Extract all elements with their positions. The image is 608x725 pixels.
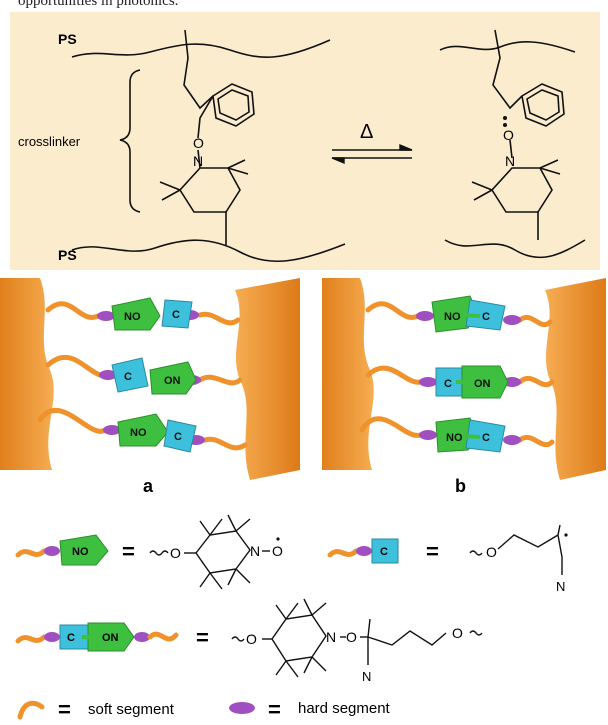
carbon-nitrile-n: N (556, 579, 565, 594)
svg-text:NO: NO (446, 432, 463, 444)
label-ps-bottom: PS (58, 247, 77, 263)
legend-carbon-block: C (327, 538, 399, 564)
crosslinker-left (119, 29, 255, 245)
equals-3: = (196, 625, 209, 650)
wall-right-b (545, 278, 606, 480)
tempo-o-radical: O (272, 543, 283, 559)
atom-o-right: O (503, 127, 514, 143)
svg-text:C: C (380, 546, 388, 558)
svg-text:ON: ON (102, 632, 119, 644)
heat-symbol: Δ (360, 121, 373, 143)
legend-definitions: NO = O N O C = O N C ON = (15, 514, 568, 722)
panel-label-b: b (455, 476, 466, 495)
equals-hard: = (268, 697, 281, 722)
label-ps-top: PS (58, 31, 77, 47)
equals-1: = (122, 539, 135, 564)
svg-text:C: C (174, 431, 182, 443)
svg-text:NO: NO (444, 311, 461, 323)
svg-text:C: C (482, 432, 490, 444)
crosslinker-right (471, 29, 565, 240)
alkoxy-nitrile-n: N (362, 669, 371, 684)
equals-2: = (426, 539, 439, 564)
block-no-a1: NO (111, 297, 161, 331)
atom-n-left: N (193, 153, 203, 169)
reaction-scheme-panel (10, 12, 600, 270)
panel-label-a: a (143, 476, 154, 495)
legend-nitroxide-block: NO (15, 534, 109, 566)
block-pair-b2: C ON (435, 365, 509, 399)
block-c-a3: C (163, 419, 197, 453)
alkoxy-o-end: O (452, 625, 463, 641)
interface-panels: NO C C ON NO C NO C C ON NO C (0, 278, 606, 495)
svg-text:C: C (482, 311, 490, 323)
tempo-structure (149, 514, 270, 590)
svg-text:C: C (67, 632, 75, 644)
atom-o-left: O (193, 135, 204, 151)
svg-text:ON: ON (164, 375, 181, 387)
wall-left-a (0, 278, 54, 470)
legend-bonded-block: C ON (15, 622, 179, 652)
alkoxy-o-ether: O (246, 631, 257, 647)
svg-text:C: C (444, 378, 452, 390)
svg-text:C: C (124, 371, 132, 383)
wall-left-b (322, 278, 374, 470)
svg-text:C: C (172, 309, 180, 321)
soft-segment-legend-symbol (17, 700, 45, 720)
hard-segments (97, 310, 521, 445)
alkoxy-n: N (326, 629, 336, 645)
atom-n-right: N (505, 153, 515, 169)
wall-right-a (235, 278, 300, 480)
polymer-chains (71, 39, 586, 263)
alkoxy-o-link: O (346, 629, 357, 645)
block-pair-b3: NO C (435, 417, 506, 453)
carbon-radical-structure (469, 524, 563, 575)
ps-chain-top-left (71, 39, 331, 58)
ps-chain-bottom-right (444, 239, 586, 259)
label-crosslinker: crosslinker (18, 134, 81, 149)
alkoxyamine-structure (231, 598, 483, 678)
hard-segment-legend-symbol (229, 702, 255, 714)
block-pair-b1: NO C (431, 295, 506, 333)
caption-fragment: opportunities in photonics. (18, 0, 179, 9)
block-c-a1: C (161, 299, 193, 329)
hard-segment-label: hard segment (298, 700, 391, 717)
tempo-o-ether: O (170, 545, 181, 561)
block-on-a1: ON (149, 361, 197, 395)
svg-text:NO: NO (72, 546, 89, 558)
ps-chain-top-right (439, 41, 576, 53)
soft-segments (37, 301, 555, 451)
equals-soft: = (58, 697, 71, 722)
svg-text:NO: NO (130, 427, 147, 439)
equilibrium-arrow (331, 143, 413, 165)
soft-segment-label: soft segment (88, 701, 175, 718)
svg-text:NO: NO (124, 311, 141, 323)
block-c-a2: C (111, 357, 149, 393)
block-no-a2: NO (117, 413, 169, 447)
svg-text:ON: ON (474, 378, 491, 390)
ps-chain-bottom-left (71, 239, 346, 263)
carbon-o-ether: O (486, 544, 497, 560)
tempo-n: N (250, 543, 260, 559)
